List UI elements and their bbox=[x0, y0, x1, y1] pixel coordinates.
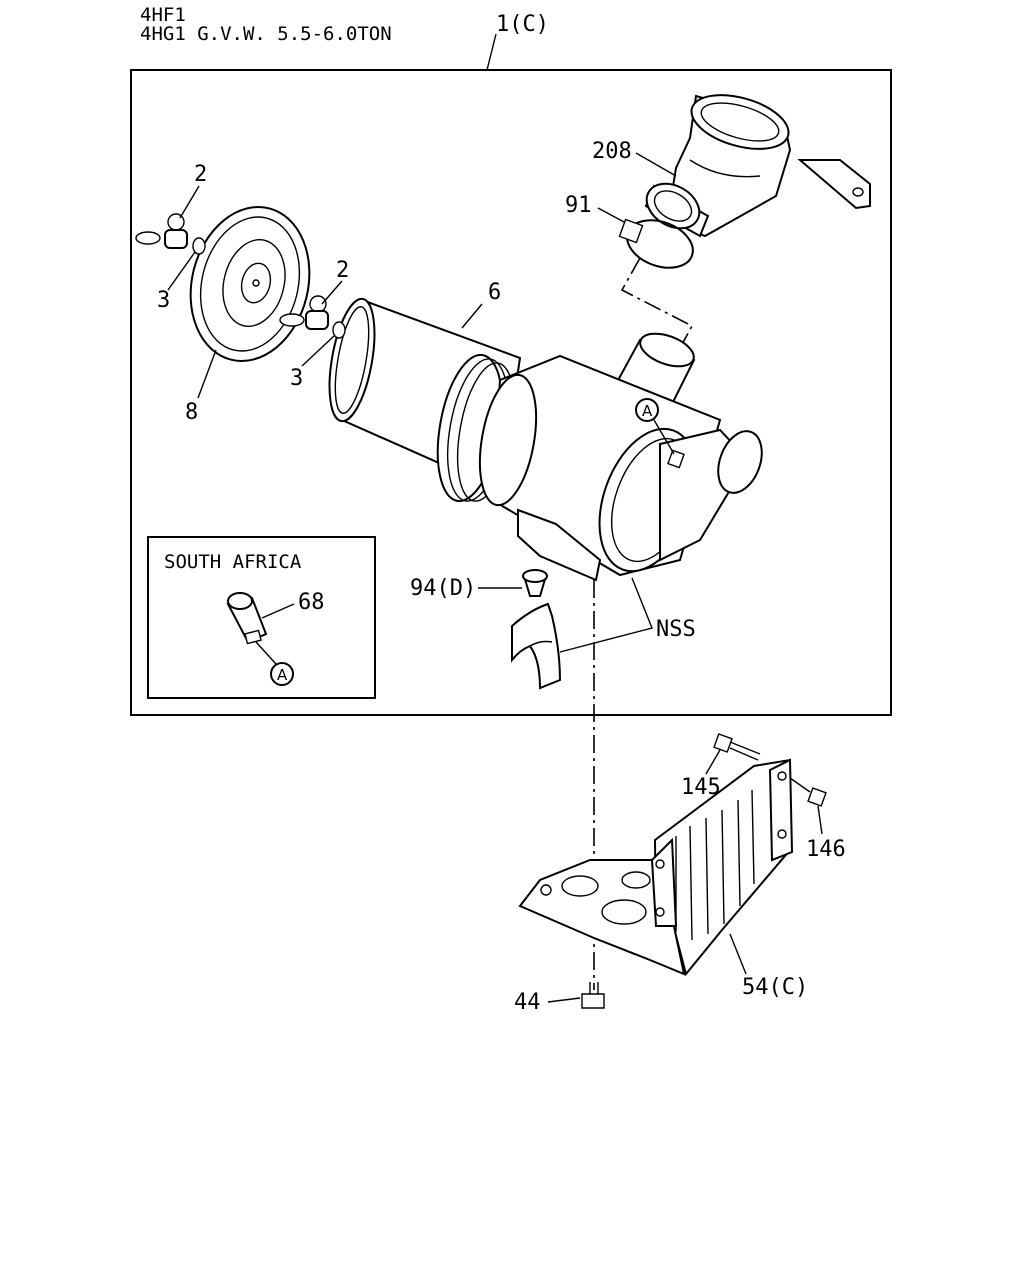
cover-plate bbox=[189, 206, 311, 362]
inset-ref-circle bbox=[270, 662, 294, 686]
callout-clamp: 91 bbox=[565, 193, 592, 218]
assembly-frame bbox=[130, 69, 892, 716]
inset-ref-label: A bbox=[277, 666, 288, 684]
inset-part-number: 68 bbox=[298, 590, 325, 615]
washer-top bbox=[192, 237, 206, 255]
callout-wing-nut-top: 2 bbox=[194, 162, 207, 187]
callout-element: 6 bbox=[488, 280, 501, 305]
bolt-44 bbox=[581, 982, 605, 1009]
hose-clamp bbox=[618, 218, 694, 269]
dust-valve bbox=[522, 569, 548, 597]
model-line-2: 4HG1 G.V.W. 5.5-6.0TON bbox=[140, 23, 392, 45]
callout-bolt-44: 44 bbox=[514, 990, 541, 1015]
ref-a-label: A bbox=[642, 402, 653, 420]
intake-hose bbox=[644, 94, 871, 238]
restriction-indicator bbox=[226, 592, 268, 645]
hose-bracket bbox=[797, 159, 871, 210]
air-cleaner-element bbox=[328, 297, 763, 582]
callout-valve: 94(D) bbox=[410, 576, 476, 601]
callout-hose: 208 bbox=[592, 139, 632, 164]
callout-washer-top: 3 bbox=[157, 288, 170, 313]
callout-assembly: 1(C) bbox=[496, 12, 549, 37]
washer-mid bbox=[332, 321, 346, 339]
callout-bracket: 54(C) bbox=[742, 975, 808, 1000]
bolt-145 bbox=[713, 733, 761, 761]
nss-strap bbox=[511, 602, 562, 690]
callout-nut-146: 146 bbox=[806, 837, 846, 862]
leader-assembly bbox=[486, 33, 497, 71]
model-line-1: 4HF1 bbox=[140, 4, 186, 26]
callout-cover: 8 bbox=[185, 400, 198, 425]
callout-nss: NSS bbox=[656, 617, 696, 642]
callout-bolt-145: 145 bbox=[681, 775, 721, 800]
wing-nut-mid bbox=[279, 295, 329, 330]
nut-146 bbox=[789, 777, 827, 807]
callout-washer-mid: 3 bbox=[290, 366, 303, 391]
wing-nut-top bbox=[135, 213, 188, 249]
inset-box bbox=[147, 536, 376, 699]
callout-wing-nut-mid: 2 bbox=[336, 258, 349, 283]
mounting-bracket bbox=[518, 758, 794, 977]
inset-title: SOUTH AFRICA bbox=[164, 551, 302, 573]
ref-circle-a bbox=[635, 398, 659, 422]
